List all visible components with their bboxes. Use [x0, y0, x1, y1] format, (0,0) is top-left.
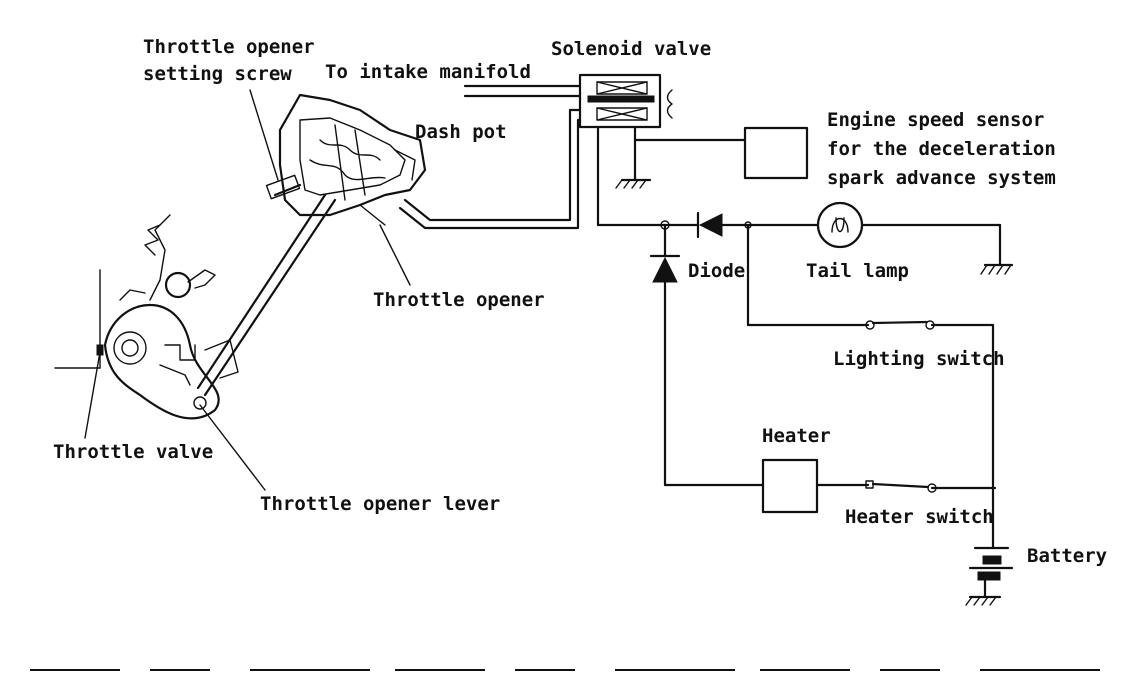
label-dash-pot: Dash pot [415, 121, 507, 143]
circuit-wiring [663, 223, 1002, 599]
vacuum-hose [398, 108, 582, 230]
heater-switch [865, 480, 937, 493]
label-engine-speed-1: Engine speed sensor [827, 109, 1044, 131]
label-battery: Battery [1027, 545, 1107, 567]
label-throttle-opener-lever: Throttle opener lever [260, 493, 500, 515]
ground-tail-lamp [980, 263, 1014, 275]
label-diode: Diode [688, 260, 745, 282]
dash-pot-assembly [278, 93, 427, 217]
label-throttle-valve: Throttle valve [53, 441, 213, 463]
throttle-body [54, 214, 239, 420]
label-heater: Heater [762, 425, 831, 447]
diode-horizontal [696, 211, 723, 239]
ground-battery [965, 595, 1002, 606]
heater [761, 458, 819, 514]
leader-lines [84, 224, 411, 491]
label-intake-manifold: To intake manifold [325, 61, 531, 83]
label-heater-switch: Heater switch [845, 506, 994, 528]
setting-screw [249, 89, 302, 200]
engine-speed-sensor [743, 126, 809, 180]
diode-vertical [649, 254, 681, 283]
label-setting-screw-2: setting screw [143, 63, 292, 85]
solenoid-valve [578, 73, 673, 129]
label-setting-screw-1: Throttle opener [143, 36, 315, 58]
battery [968, 546, 1014, 581]
label-engine-speed-2: for the deceleration [827, 138, 1056, 160]
intake-manifold-line [463, 84, 582, 98]
lighting-switch [865, 320, 935, 330]
label-tail-lamp: Tail lamp [806, 260, 909, 282]
label-solenoid-valve: Solenoid valve [551, 38, 711, 60]
solenoid-wiring [596, 125, 747, 227]
tail-lamp [816, 201, 864, 249]
label-throttle-opener: Throttle opener [373, 289, 545, 311]
label-lighting-switch: Lighting switch [833, 348, 1005, 370]
junction-dots [660, 220, 752, 230]
label-engine-speed-3: spark advance system [827, 167, 1056, 189]
throttle-opener-rod [196, 193, 386, 397]
